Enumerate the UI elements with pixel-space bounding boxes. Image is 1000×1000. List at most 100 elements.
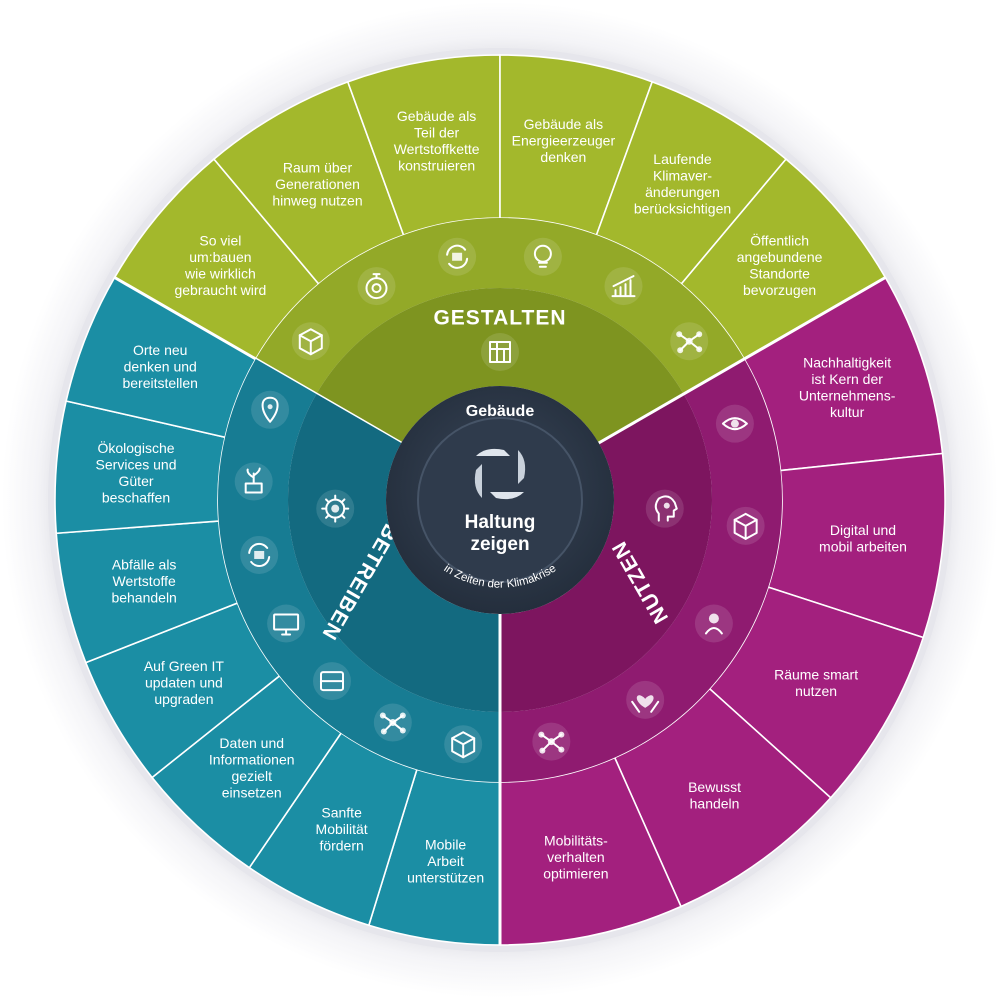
segment-label-line: Mobile (425, 836, 466, 852)
person-location-icon (694, 604, 733, 643)
segment-label-line: Digital und (830, 522, 896, 538)
segment-label-line: Standorte (749, 266, 810, 282)
segment-label-line: denken (540, 149, 586, 165)
segment-label-line: kultur (830, 404, 865, 420)
gear-icon-part (331, 504, 340, 513)
segment-label-line: Güter (119, 473, 154, 489)
gear-icon-part (325, 498, 330, 504)
segment-label-line: beschaffen (102, 489, 170, 505)
recycle-box-icon-part (452, 252, 463, 261)
sector-betreiben (54, 276, 501, 946)
monitor-plant-icon-bg (267, 604, 306, 643)
icon-ring-betreiben (217, 359, 500, 782)
segment-label-line: mobil arbeiten (819, 538, 907, 554)
segment-label-line: Arbeit (427, 853, 464, 869)
sector-nutzen (499, 276, 946, 946)
building-icon-part (489, 341, 511, 363)
eye-icon (715, 404, 754, 443)
lightbulb-icon (523, 237, 562, 276)
segment-label-line: Raum über (283, 159, 353, 175)
segment-label-line: Wertstoffkette (394, 141, 480, 157)
segment-label-line: Wertstoffe (113, 573, 177, 589)
segment-label-line: unterstützen (407, 869, 484, 885)
location-question-icon-bg (251, 390, 290, 429)
segment-label-line: angebundene (737, 249, 823, 265)
glowing-cube-icon (444, 725, 483, 764)
segment-label-line: Gebäude als (524, 116, 603, 132)
segment-label-line: gebraucht wird (174, 282, 266, 298)
segment-label-line: änderungen (645, 184, 720, 200)
segment-label-line: Orte neu (133, 342, 187, 358)
heart-hands-icon-part (631, 700, 660, 713)
segment-label-line: Daten und (219, 735, 284, 751)
segment-label-line: Öffentlich (750, 232, 809, 249)
segment-label-line: Räume smart (774, 666, 858, 682)
network-icon-part (676, 331, 683, 338)
segment-label-line: Bewusst (688, 779, 741, 795)
center-title-line1: Haltung (465, 512, 536, 533)
head-profile-icon-part (663, 502, 670, 509)
molecule-icon-part (538, 731, 545, 738)
server-icon (312, 662, 351, 701)
segment-label-line: Gebäude als (397, 108, 476, 124)
segment-label-line: handeln (690, 796, 740, 812)
network-nodes-icon-part (399, 727, 406, 734)
inner-ring-nutzen (500, 394, 713, 712)
network-nodes-icon-part (380, 728, 387, 735)
center-inner-circle (417, 417, 583, 583)
lightbulb-icon-bg (523, 237, 562, 276)
chart-icon (604, 267, 643, 306)
icon-layer (234, 237, 765, 764)
molecule-icon-part (558, 731, 565, 738)
plant-box-icon-part (246, 467, 261, 485)
segment-label-line: Informationen (209, 751, 295, 767)
location-question-icon-part (267, 404, 273, 410)
recycle-box-icon (438, 237, 477, 276)
segment-label-line: Laufende (653, 151, 712, 167)
segment-label-line: Mobilitäts- (544, 833, 608, 849)
person-location-icon-part (704, 627, 723, 635)
molecule-icon (532, 722, 571, 761)
stopwatch-icon-bg (357, 267, 396, 306)
network-icon-part (696, 331, 703, 338)
network-icon-part (696, 346, 703, 353)
segment-label-line: bevorzugen (743, 282, 816, 298)
segment-label-line: einsetzen (222, 784, 282, 800)
cube-icon-part (298, 334, 323, 356)
segment-label-line: um:bauen (189, 249, 251, 265)
head-profile-icon-bg (645, 489, 684, 528)
recycle-bin-icon-part (248, 542, 271, 568)
monitor-plant-icon (267, 604, 306, 643)
location-question-icon (251, 390, 290, 429)
digital-cube-icon (726, 506, 765, 545)
monitor-plant-icon-part (281, 628, 292, 636)
segment-label-line: Generationen (275, 176, 360, 192)
segment-label-line: bereitstellen (122, 375, 198, 391)
segment-label-line: wie wirklich (184, 266, 256, 282)
head-profile-icon (645, 489, 684, 528)
person-location-icon-part (708, 613, 719, 624)
molecule-icon-part (539, 747, 546, 754)
segment-label-line: Auf Green IT (144, 658, 225, 674)
network-icon (670, 322, 709, 361)
stopwatch-icon-part (371, 283, 382, 294)
ring-layer (113, 218, 887, 945)
heart-hands-icon (626, 680, 665, 719)
inner-ring-betreiben (288, 394, 500, 712)
segment-label-line: Nachhaltigkeit (803, 354, 891, 370)
segment-label-line: Unternehmens- (799, 387, 896, 403)
segment-label-line: upgraden (154, 691, 213, 707)
center-hub: Gebäude Haltung zeigen in Zeiten der Kli… (386, 386, 614, 614)
sector-gestalten (113, 54, 887, 361)
sector-layer (54, 54, 946, 946)
